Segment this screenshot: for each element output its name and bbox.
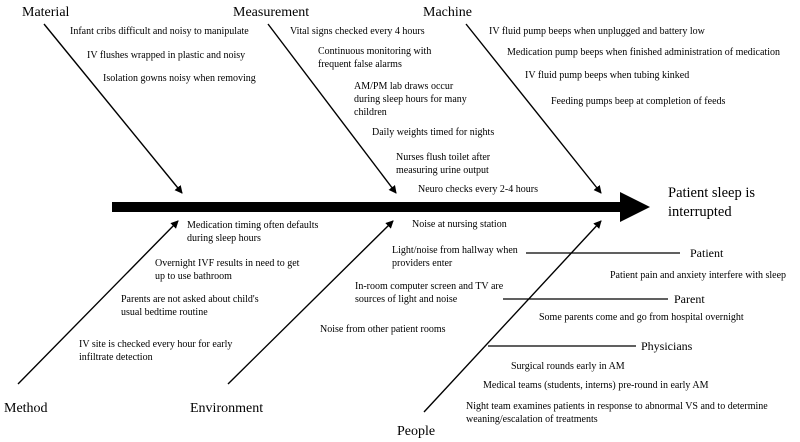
machine-cause: Medication pump beeps when finished admi… — [507, 47, 780, 58]
people-cause: Medical teams (students, interns) pre-ro… — [483, 380, 709, 391]
environment-cause: In-room computer screen and TV are sourc… — [355, 281, 504, 305]
machine-cause: Feeding pumps beep at completion of feed… — [551, 96, 726, 107]
method-cause: Overnight IVF results in need to get up … — [155, 258, 300, 282]
people-cause: Patient pain and anxiety interfere with … — [610, 270, 787, 281]
material-cause: IV flushes wrapped in plastic and noisy — [87, 50, 246, 61]
measurement-cause: AM/PM lab draws occur during sleep hours… — [354, 81, 467, 118]
environment-cause: Light/noise from hallway when providers … — [392, 245, 518, 269]
method-cause: Medication timing often defaults during … — [187, 220, 319, 244]
parent-subgroup-title: Parent — [674, 292, 705, 306]
measurement-cause: Nurses flush toilet after measuring urin… — [396, 152, 491, 176]
machine-title: Machine — [423, 5, 472, 20]
people-title: People — [397, 424, 436, 439]
environment-cause: Noise from other patient rooms — [320, 324, 446, 335]
measurement-branch — [267, 23, 397, 194]
measurement-cause: Neuro checks every 2-4 hours — [418, 184, 538, 195]
material-cause: Infant cribs difficult and noisy to mani… — [70, 26, 249, 37]
method-title: Method — [4, 401, 48, 416]
machine-cause: IV fluid pump beeps when unplugged and b… — [489, 26, 705, 37]
machine-branch — [465, 23, 602, 194]
people-cause: Some parents come and go from hospital o… — [539, 312, 744, 323]
method-cause: Parents are not asked about child's usua… — [121, 294, 259, 318]
method-branch — [17, 220, 179, 385]
spine-arrowhead — [620, 192, 650, 222]
people-cause: Surgical rounds early in AM — [511, 361, 625, 372]
environment-branch — [227, 220, 394, 385]
measurement-cause: Vital signs checked every 4 hours — [290, 26, 425, 37]
material-branch — [43, 23, 183, 194]
environment-title: Environment — [190, 401, 264, 416]
machine-cause: IV fluid pump beeps when tubing kinked — [525, 70, 690, 81]
effect-label: Patient sleep is interrupted — [668, 185, 755, 220]
material-cause: Isolation gowns noisy when removing — [103, 73, 256, 84]
material-title: Material — [22, 5, 70, 20]
environment-cause: Noise at nursing station — [412, 219, 507, 230]
measurement-title: Measurement — [233, 5, 310, 20]
physicians-subgroup-title: Physicians — [641, 339, 693, 353]
people-cause: Night team examines patients in response… — [466, 401, 768, 425]
patient-subgroup-title: Patient — [690, 246, 724, 260]
method-cause: IV site is checked every hour for early … — [79, 339, 233, 363]
measurement-cause: Continuous monitoring with frequent fals… — [318, 46, 432, 70]
measurement-cause: Daily weights timed for nights — [372, 127, 495, 138]
